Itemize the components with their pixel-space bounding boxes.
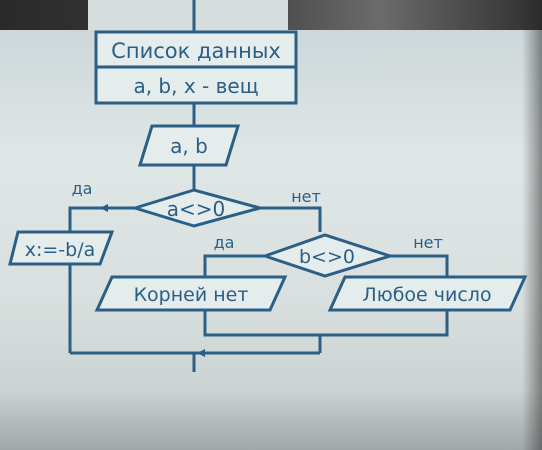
cond1-label: a<>0 [167, 197, 226, 221]
cond1-no-line [260, 206, 322, 232]
data-box-title: Список данных [111, 39, 281, 63]
cond2-merge-line [203, 307, 449, 337]
cond2-diamond [260, 233, 395, 278]
cond2-no-line [390, 254, 449, 277]
cond2-no-label: нет [413, 233, 443, 252]
assign-parallelogram [8, 230, 115, 266]
input-label: a, b [170, 134, 208, 158]
cond2-label: b<>0 [299, 246, 355, 268]
photo-bottom-shade [0, 390, 542, 450]
output-any-number-label: Любое число [362, 284, 491, 306]
output-no-roots-label: Корней нет [134, 284, 249, 306]
photo-top-gap [88, 0, 288, 30]
cond2-yes-line [203, 254, 265, 277]
cond1-yes-line [68, 206, 135, 232]
arrow-left-icon [100, 204, 108, 212]
cond1-no-label: нет [291, 187, 321, 206]
photo-top-edge [0, 0, 542, 30]
arrow-left-icon [197, 349, 205, 357]
cond2-yes-label: да [214, 233, 235, 252]
photo-right-edge [522, 0, 542, 450]
assign-label: x:=-b/a [25, 239, 96, 261]
output-any-number [327, 275, 528, 312]
cond1-diamond [129, 188, 266, 228]
input-parallelogram [137, 124, 241, 167]
data-box-vars: a, b, x - вещ [133, 74, 258, 98]
cond1-yes-label: да [72, 179, 93, 198]
output-no-roots [94, 275, 288, 312]
